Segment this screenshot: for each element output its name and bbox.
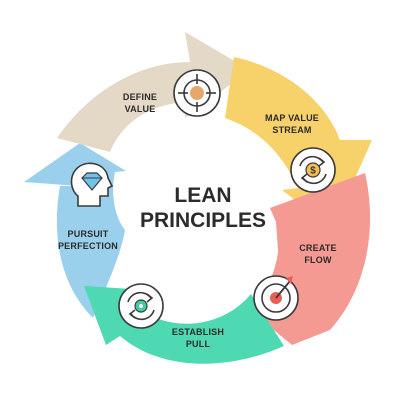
segment-map-value-stream	[225, 57, 372, 218]
create-flow-label-line2: FLOW	[304, 255, 332, 265]
establish-pull-label-line1: ESTABLISH	[172, 327, 224, 337]
target-icon	[173, 69, 221, 117]
head-diamond-icon	[70, 162, 114, 207]
define-value-label-line2: VALUE	[125, 104, 156, 114]
dart-target-icon	[253, 275, 299, 321]
create-flow-label-line1: CREATE	[299, 243, 337, 253]
pursuit-perfection-label-line2: PERFECTION	[58, 241, 118, 251]
center-title-line2: PRINCIPLES	[140, 209, 266, 232]
gear-cycle-icon	[118, 283, 164, 329]
center-title-line1: LEAN	[174, 184, 231, 207]
map-value-stream-label-line2: STREAM	[272, 125, 311, 135]
define-value-label-line1: DEFINE	[123, 92, 157, 102]
dollar-exchange-icon: $	[290, 147, 336, 193]
segment-define-value	[57, 32, 250, 152]
segment-map-value-stream-shape	[225, 57, 372, 218]
segment-define-value-shape	[57, 32, 250, 152]
establish-pull-label-line2: PULL	[186, 339, 211, 349]
pursuit-perfection-label-line1: PURSUIT	[68, 229, 109, 239]
svg-text:$: $	[310, 166, 316, 177]
map-value-stream-label-line1: MAP VALUE	[265, 113, 319, 123]
